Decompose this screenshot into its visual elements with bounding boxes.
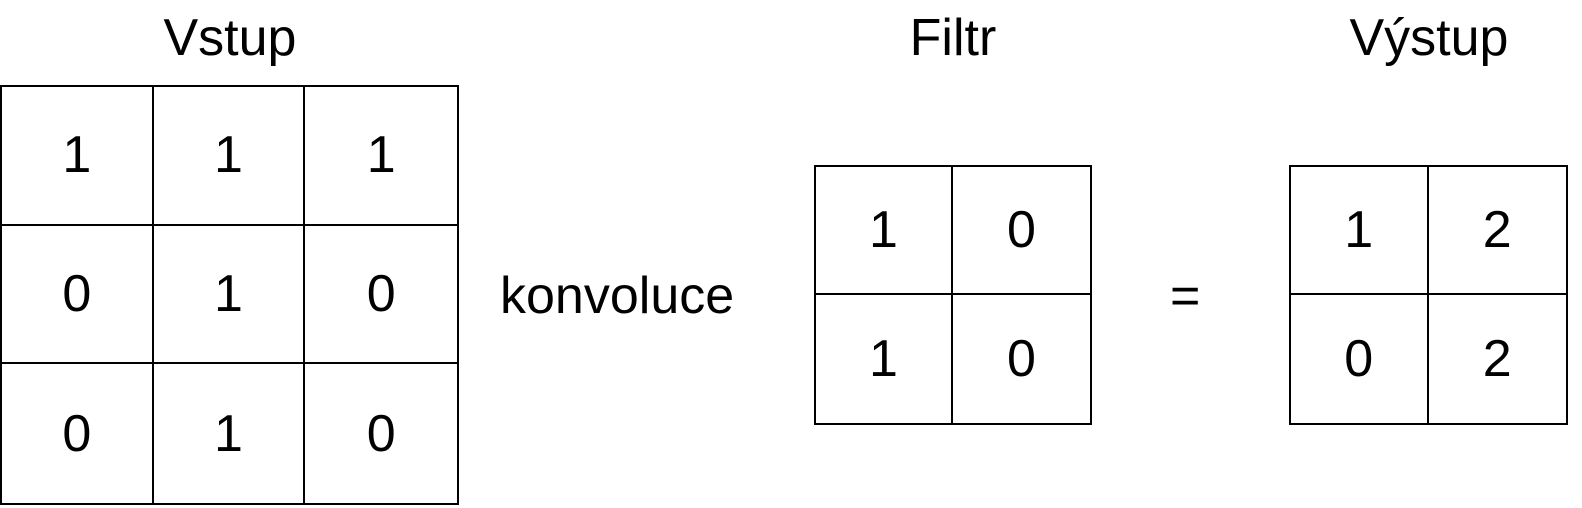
filter-cell: 1: [816, 295, 953, 423]
input-matrix: 1 1 1 0 1 0 0 1 0: [0, 85, 459, 505]
filter-matrix-title: Filtr: [909, 9, 997, 67]
filter-cell: 0: [1007, 330, 1036, 388]
filter-cell: 0: [953, 167, 1090, 295]
input-cell: 1: [154, 364, 306, 503]
input-cell: 1: [153, 87, 306, 226]
filter-cell: 1: [816, 167, 953, 295]
input-cell: 1: [153, 225, 306, 365]
convolution-operator-label: konvoluce: [500, 267, 735, 325]
input-cell: 0: [2, 225, 154, 365]
output-cell: 2: [1428, 167, 1566, 295]
input-cell: 0: [2, 364, 154, 503]
input-cell: 0: [366, 404, 396, 463]
equals-sign: =: [1170, 267, 1201, 325]
output-matrix: 1 2 0 2: [1289, 165, 1568, 425]
input-cell: 0: [305, 226, 457, 365]
output-cell: 2: [1482, 330, 1512, 388]
output-matrix-title: Výstup: [1349, 9, 1509, 67]
filter-matrix: 1 0 1 0: [814, 165, 1092, 425]
output-cell: 0: [1291, 295, 1429, 423]
input-cell: 1: [305, 87, 457, 226]
input-cell: 1: [2, 87, 154, 226]
output-cell: 1: [1291, 167, 1429, 295]
input-matrix-title: Vstup: [163, 9, 297, 67]
